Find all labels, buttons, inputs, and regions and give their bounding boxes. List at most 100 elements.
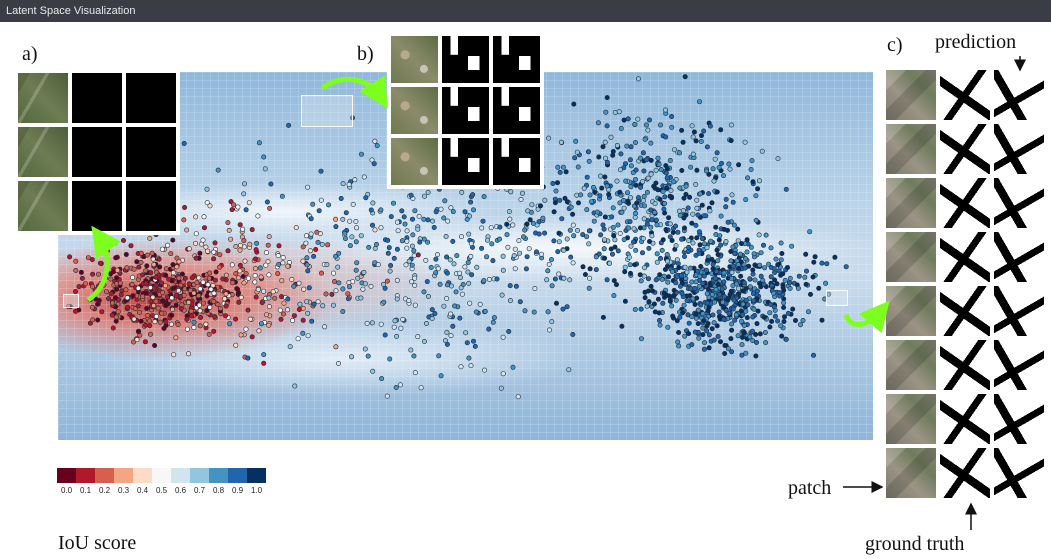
- scatter-point: [148, 270, 154, 276]
- scatter-point: [223, 313, 229, 319]
- scatter-point: [774, 281, 780, 287]
- scatter-point: [470, 192, 476, 198]
- scatter-point: [781, 287, 787, 293]
- scatter-point: [361, 174, 367, 180]
- scatter-point: [169, 312, 175, 318]
- scatter-point: [596, 251, 602, 257]
- scatter-point: [679, 236, 685, 242]
- scatter-point: [671, 287, 677, 293]
- scatter-point: [237, 222, 243, 228]
- scatter-point: [358, 233, 364, 239]
- scatter-point: [217, 252, 223, 258]
- scatter-point: [333, 216, 339, 222]
- scatter-point: [572, 155, 578, 161]
- scatter-point: [630, 239, 636, 245]
- scatter-point: [742, 265, 748, 271]
- scatter-point: [249, 334, 255, 340]
- scatter-point: [470, 338, 476, 344]
- scatter-point: [140, 272, 146, 278]
- scatter-point: [162, 283, 168, 289]
- scatter-point: [223, 272, 229, 278]
- scatter-point: [272, 295, 278, 301]
- scatter-point: [675, 339, 681, 345]
- scatter-point: [618, 125, 624, 131]
- scatter-point: [210, 283, 216, 289]
- scatter-point: [730, 244, 736, 250]
- scatter-point: [237, 268, 243, 274]
- scatter-point: [662, 107, 668, 113]
- patch-thumbnail: [886, 394, 936, 444]
- scatter-point: [546, 135, 552, 141]
- scatter-point: [498, 385, 504, 391]
- scatter-point: [360, 286, 366, 292]
- scatter-point: [404, 228, 410, 234]
- scatter-point: [693, 279, 699, 285]
- scatter-point: [584, 207, 590, 213]
- scatter-point: [686, 238, 692, 244]
- scatter-point: [609, 251, 615, 257]
- scatter-point: [751, 251, 757, 257]
- scatter-point: [258, 274, 264, 280]
- scatter-point: [371, 161, 377, 167]
- ground-truth-mask: [126, 127, 176, 177]
- scatter-point: [742, 139, 748, 145]
- scatter-point: [591, 218, 597, 224]
- scatter-point: [281, 311, 287, 317]
- scatter-point: [738, 241, 744, 247]
- scatter-point: [640, 179, 646, 185]
- scatter-point: [670, 230, 676, 236]
- scatter-point: [617, 189, 623, 195]
- patch-label: patch: [788, 477, 832, 499]
- scatter-point: [641, 216, 647, 222]
- scatter-point: [745, 302, 751, 308]
- scatter-point: [552, 276, 558, 282]
- scatter-point: [151, 262, 157, 268]
- scatter-point: [123, 252, 129, 258]
- scatter-point: [346, 280, 352, 286]
- scatter-point: [677, 212, 683, 218]
- scatter-point: [614, 178, 620, 184]
- scatter-point: [150, 256, 156, 262]
- scatter-point: [425, 294, 431, 300]
- scatter-point: [642, 265, 648, 271]
- scatter-point: [549, 283, 555, 289]
- scatter-point: [212, 240, 218, 246]
- scatter-point: [374, 143, 380, 149]
- scatter-point: [570, 211, 576, 217]
- window-title: Latent Space Visualization: [6, 5, 136, 17]
- scatter-point: [752, 277, 758, 283]
- scatter-point: [664, 258, 670, 264]
- scatter-point: [712, 299, 718, 305]
- scatter-point: [186, 246, 192, 252]
- scatter-point: [756, 280, 762, 286]
- scatter-point: [563, 169, 569, 175]
- scatter-point: [665, 279, 671, 285]
- scatter-point: [778, 323, 784, 329]
- scatter-point: [338, 196, 344, 202]
- scatter-point: [425, 217, 431, 223]
- scatter-point: [262, 166, 268, 172]
- scatter-point: [666, 215, 672, 221]
- scatter-point: [685, 205, 691, 211]
- scatter-point: [205, 248, 211, 254]
- scatter-point: [423, 321, 429, 327]
- scatter-point: [532, 286, 538, 292]
- scatter-point: [82, 281, 88, 287]
- scatter-point: [638, 278, 644, 284]
- scatter-point: [604, 159, 610, 165]
- scatter-point: [472, 343, 478, 349]
- scatter-point: [773, 256, 779, 262]
- scatter-point: [147, 235, 153, 241]
- scatter-point: [108, 291, 114, 297]
- scatter-point: [554, 180, 560, 186]
- patch-thumbnail: [18, 181, 68, 231]
- scatter-point: [309, 318, 315, 324]
- scatter-point: [716, 165, 722, 171]
- scatter-point: [147, 285, 153, 291]
- scatter-point: [803, 268, 809, 274]
- scatter-point: [646, 245, 652, 251]
- scatter-point: [628, 184, 634, 190]
- scatter-point: [362, 346, 368, 352]
- colorbar-swatch: [171, 468, 190, 483]
- scatter-point: [673, 243, 679, 249]
